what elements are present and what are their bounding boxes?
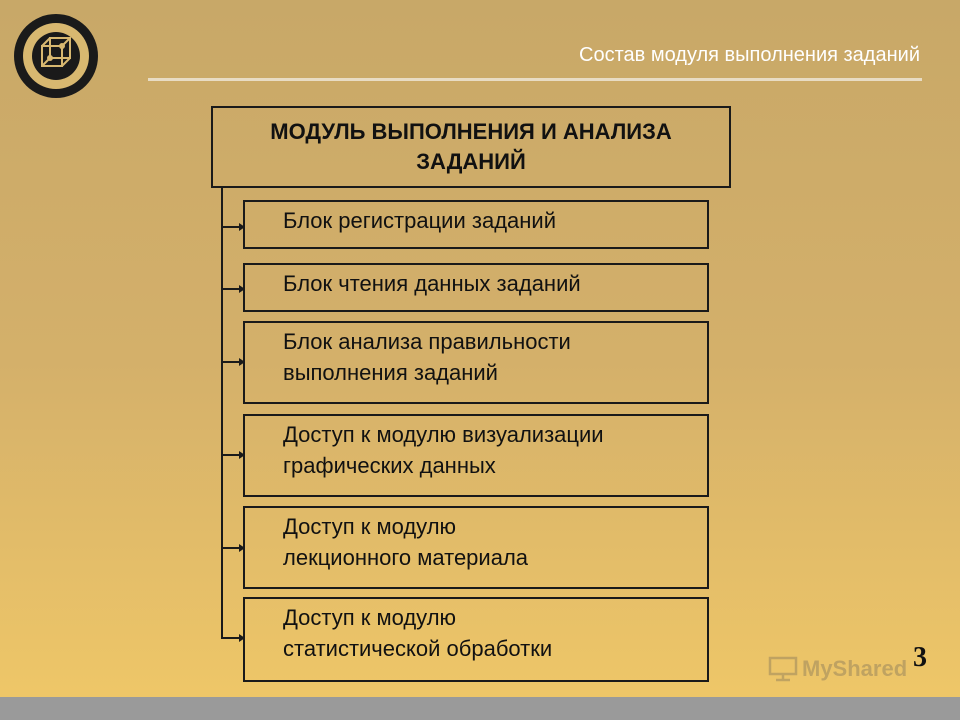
header-divider	[148, 78, 922, 81]
block-label: Доступ к модулю статистической обработки	[283, 605, 553, 661]
connector-arrow	[221, 634, 245, 642]
connector-arrow	[221, 358, 245, 366]
block-label: Блок регистрации заданий	[283, 208, 556, 233]
block-visualization-access: Доступ к модулю визуализации графических…	[243, 414, 709, 497]
main-module-title: МОДУЛЬ ВЫПОЛНЕНИЯ И АНАЛИЗА ЗАДАНИЙ	[270, 119, 672, 174]
presentation-icon	[768, 656, 798, 682]
block-task-registration: Блок регистрации заданий	[243, 200, 709, 249]
block-task-data-reading: Блок чтения данных заданий	[243, 263, 709, 312]
slide-title: Состав модуля выполнения заданий	[579, 44, 920, 66]
connector-arrow	[221, 544, 245, 552]
block-label: Доступ к модулю визуализации графических…	[283, 422, 604, 478]
page-number: 3	[913, 642, 927, 673]
block-lecture-material-access: Доступ к модулю лекционного материала	[243, 506, 709, 589]
department-logo	[12, 12, 100, 100]
main-module-box: МОДУЛЬ ВЫПОЛНЕНИЯ И АНАЛИЗА ЗАДАНИЙ	[211, 106, 731, 188]
block-label: Блок анализа правильности выполнения зад…	[283, 329, 571, 385]
watermark-text: MyShared	[802, 656, 908, 681]
connector-arrow	[221, 223, 245, 231]
tree-connector-line	[221, 186, 223, 639]
block-correctness-analysis: Блок анализа правильности выполнения зад…	[243, 321, 709, 404]
block-label: Доступ к модулю лекционного материала	[283, 514, 529, 570]
bottom-bar	[0, 697, 960, 720]
connector-arrow	[221, 285, 245, 293]
block-label: Блок чтения данных заданий	[283, 271, 581, 296]
connector-arrow	[221, 451, 245, 459]
watermark: MyShared	[768, 656, 907, 682]
block-statistics-access: Доступ к модулю статистической обработки	[243, 597, 709, 682]
